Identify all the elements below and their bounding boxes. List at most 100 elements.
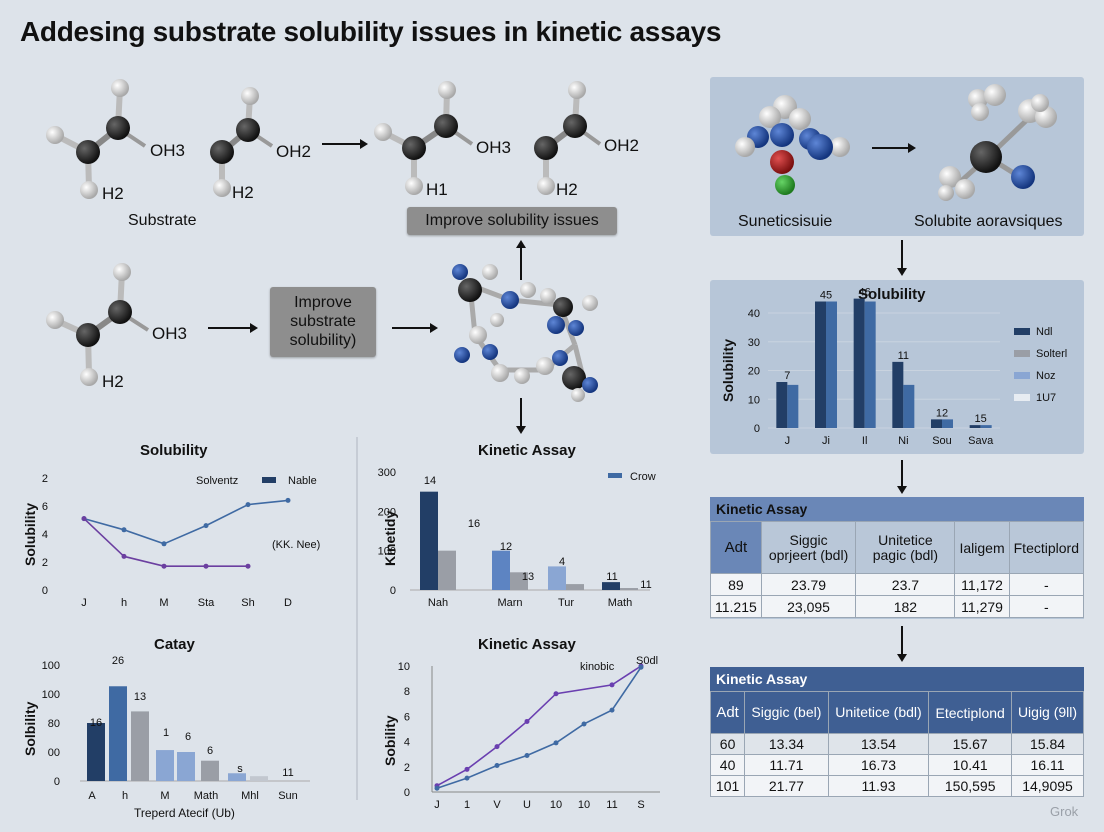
molecule-complex <box>452 264 598 402</box>
molecule-substrate-1 <box>46 79 147 199</box>
x-tick-label: Tur <box>558 597 574 609</box>
data-point <box>245 563 251 569</box>
table-cell: 11.93 <box>827 775 930 797</box>
data-label: 11 <box>282 767 293 779</box>
bar <box>420 491 438 590</box>
table-header: Unitetice pagic (bdl) <box>855 521 956 574</box>
data-point <box>494 763 500 769</box>
table-header: Siggic oprjeert (bdl) <box>760 521 857 574</box>
bar <box>620 588 638 590</box>
x-tick-label: V <box>493 799 501 810</box>
table-header: Ialigem <box>954 521 1010 574</box>
x-axis-label: Treperd Atecif (Ub) <box>134 806 235 820</box>
y-tick-label: 40 <box>748 308 760 320</box>
bar <box>864 301 876 428</box>
table-cell: 10.41 <box>928 754 1013 776</box>
annotation: kinobic <box>580 661 615 673</box>
y-tick-label: 10 <box>398 661 410 673</box>
data-label: 12 <box>936 407 948 419</box>
y-tick-label: 4 <box>42 529 48 541</box>
bar <box>969 425 981 428</box>
legend-label: Ndl <box>1036 326 1053 338</box>
table-cell: 15.67 <box>928 733 1013 755</box>
y-tick-label: 4 <box>404 737 410 749</box>
arrow-down-icon <box>516 398 526 434</box>
legend-swatch <box>1014 350 1030 357</box>
page-title: Addesing substrate solubility issues in … <box>20 16 722 47</box>
bar <box>131 711 149 781</box>
molecule-panel: Suneticsisuie Solubite aoravsiques <box>710 77 1084 236</box>
bar <box>815 301 826 428</box>
y-tick-label: 80 <box>48 718 60 730</box>
data-point <box>203 523 209 529</box>
table-cell: 89 <box>710 573 762 596</box>
data-point <box>524 718 530 724</box>
bar <box>492 550 510 590</box>
data-label: 15 <box>975 413 987 425</box>
y-tick-label: 300 <box>378 467 396 479</box>
table-header-row: Adt Siggic oprjeert (bdl) Unitetice pagi… <box>710 521 1085 574</box>
x-tick-label: D <box>284 597 292 609</box>
data-point <box>161 563 167 569</box>
table-cell: 23.79 <box>760 573 857 596</box>
table-cell: 11,172 <box>954 573 1010 596</box>
x-tick-label: A <box>88 790 96 802</box>
arrow-down-icon <box>897 240 907 276</box>
x-tick-label: Nah <box>428 597 448 609</box>
arrow-up-icon <box>516 240 526 280</box>
x-tick-label: M <box>159 597 168 609</box>
chart-title: Catay <box>154 636 195 653</box>
table-cell: 23,095 <box>760 595 857 618</box>
data-point <box>245 502 251 508</box>
data-point <box>609 682 615 688</box>
table-cell: 13.54 <box>827 733 930 755</box>
molecule-product-1 <box>374 81 474 195</box>
molecule-unsoluble <box>735 95 850 195</box>
table-header: Etectiplond <box>928 691 1013 734</box>
table-header-row: Adt Siggic (bel) Unitetice (bdl) Etectip… <box>709 691 1084 734</box>
x-tick-label: Sta <box>198 597 215 609</box>
table-title: Kinetic Assay <box>710 497 1084 521</box>
y-tick-label: 100 <box>378 546 396 558</box>
molecule-label: OH2 <box>604 136 639 155</box>
x-tick-label: Il <box>862 435 868 447</box>
x-tick-label: Sava <box>968 435 994 447</box>
molecule-label: OH3 <box>476 138 511 157</box>
x-tick-label: 10 <box>578 799 590 810</box>
table-cell: 11.215 <box>710 595 762 618</box>
legend-label: Solterl <box>1036 348 1067 360</box>
table-row: 11.215 23,095 182 11,279 - <box>710 595 1085 618</box>
data-label: 6 <box>185 731 191 743</box>
bar <box>201 760 219 781</box>
molecule-label: H2 <box>232 183 254 202</box>
molecule-product-2 <box>534 81 602 195</box>
arrow-icon <box>208 323 258 333</box>
chart-title: Solubility <box>140 442 208 459</box>
molecule-substrate-2 <box>210 87 274 197</box>
y-tick-label: 8 <box>404 686 410 698</box>
y-tick-label: 0 <box>754 423 760 435</box>
bar <box>903 384 915 428</box>
bar <box>438 550 456 590</box>
table-cell: 11.71 <box>744 754 829 776</box>
y-tick-label: 2 <box>42 557 48 569</box>
y-tick-label: 100 <box>42 689 60 701</box>
table-cell: 16.11 <box>1011 754 1084 776</box>
data-label: 11 <box>606 571 617 583</box>
x-tick-label: S <box>637 799 644 810</box>
table-cell: 182 <box>855 595 956 618</box>
data-label: 45 <box>820 290 832 302</box>
molecule-label: OH3 <box>150 141 185 160</box>
table-cell: 101 <box>709 775 746 797</box>
x-tick-label: h <box>121 597 127 609</box>
table-row: 101 21.77 11.93 150,595 14,9095 <box>709 775 1084 797</box>
table-cell: 21.77 <box>744 775 829 797</box>
bar <box>228 773 246 781</box>
table-cell: 150,595 <box>928 775 1013 797</box>
y-tick-label: 20 <box>748 366 760 378</box>
table-row: 89 23.79 23.7 11,172 - <box>710 573 1085 596</box>
x-tick-label: Ni <box>898 435 908 447</box>
legend-label: Noz <box>1036 370 1056 382</box>
legend-swatch <box>1014 372 1030 379</box>
